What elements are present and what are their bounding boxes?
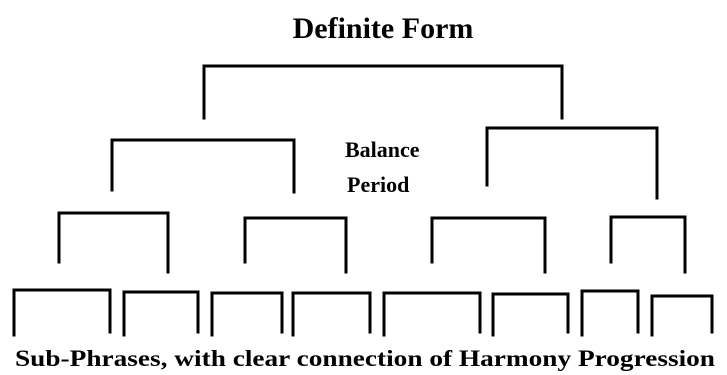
level-1-brackets xyxy=(202,64,564,120)
bracket-l3-3 xyxy=(430,216,547,274)
bracket-l4-4 xyxy=(291,291,372,337)
bracket-l4-8 xyxy=(650,294,714,337)
bracket-l4-1 xyxy=(12,288,112,337)
level-2-brackets xyxy=(110,126,659,200)
bracket-l3-4 xyxy=(609,215,687,274)
bracket-l4-2 xyxy=(122,290,200,337)
balance-label: Balance xyxy=(345,137,420,162)
level-3-brackets xyxy=(57,211,687,274)
diagram-caption: Sub-Phrases, with clear connection of Ha… xyxy=(15,346,715,371)
bracket-l4-5 xyxy=(382,291,482,337)
period-label: Period xyxy=(347,172,409,197)
bracket-l4-6 xyxy=(491,292,570,337)
bracket-l4-3 xyxy=(210,291,284,337)
bracket-l2-left xyxy=(110,138,296,194)
diagram-title: Definite Form xyxy=(293,12,474,45)
bracket-top xyxy=(202,64,564,120)
bracket-l3-1 xyxy=(57,211,170,274)
bracket-l4-7 xyxy=(580,289,640,337)
bracket-l3-2 xyxy=(243,216,348,274)
bracket-l2-right xyxy=(485,126,659,200)
level-4-brackets xyxy=(12,288,714,337)
